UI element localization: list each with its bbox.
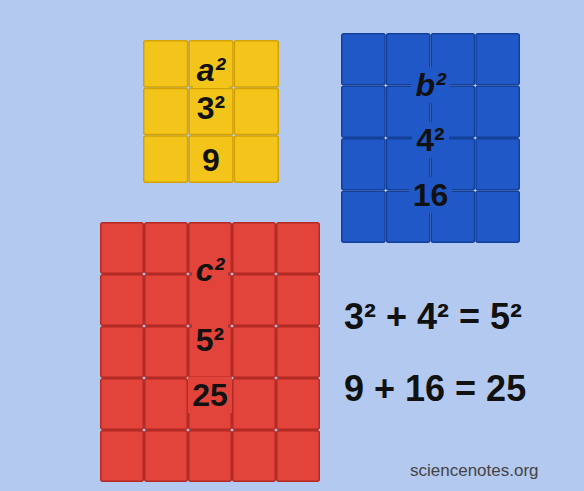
block (342, 139, 385, 190)
number-square: 5² (192, 322, 228, 358)
block (189, 431, 232, 482)
variable-square: c² (192, 252, 228, 288)
block (189, 136, 233, 182)
block (145, 223, 188, 274)
block (277, 431, 320, 482)
block (342, 191, 385, 242)
variable-square: b² (411, 67, 449, 103)
equation-squares: 3² + 4² = 5² (344, 296, 522, 338)
block (342, 34, 385, 85)
block (277, 223, 320, 274)
block (476, 86, 519, 137)
red-square: c² 5² 25 (100, 222, 320, 482)
block (233, 431, 276, 482)
block (476, 139, 519, 190)
block (277, 327, 320, 378)
block (277, 379, 320, 430)
area-value: 16 (409, 177, 453, 213)
block (144, 136, 188, 182)
block (233, 275, 276, 326)
block (233, 223, 276, 274)
watermark: sciencenotes.org (410, 461, 539, 481)
number-square: 3² (193, 90, 229, 126)
block (145, 275, 188, 326)
block (476, 191, 519, 242)
number-square: 4² (412, 122, 448, 158)
block (342, 86, 385, 137)
text-stack: c² 5² 25 (100, 222, 320, 413)
variable-square: a² (193, 52, 229, 88)
equation-values: 9 + 16 = 25 (344, 368, 526, 410)
block (145, 431, 188, 482)
block (101, 431, 144, 482)
text-stack: b² 4² 16 (341, 33, 520, 213)
block (233, 327, 276, 378)
block (145, 379, 188, 430)
block (145, 327, 188, 378)
block (101, 327, 144, 378)
yellow-square: a²3² 9 (143, 40, 279, 183)
area-value: 25 (188, 377, 232, 413)
text-stack: a²3² 9 (143, 40, 279, 178)
area-value: 9 (198, 142, 224, 178)
block (233, 379, 276, 430)
block (189, 88, 233, 134)
block (234, 41, 278, 87)
block (144, 41, 188, 87)
blue-square: b² 4² 16 (341, 33, 520, 243)
block (234, 88, 278, 134)
block (277, 275, 320, 326)
block (144, 88, 188, 134)
block (476, 34, 519, 85)
block (101, 223, 144, 274)
block (101, 379, 144, 430)
block (234, 136, 278, 182)
block (101, 275, 144, 326)
